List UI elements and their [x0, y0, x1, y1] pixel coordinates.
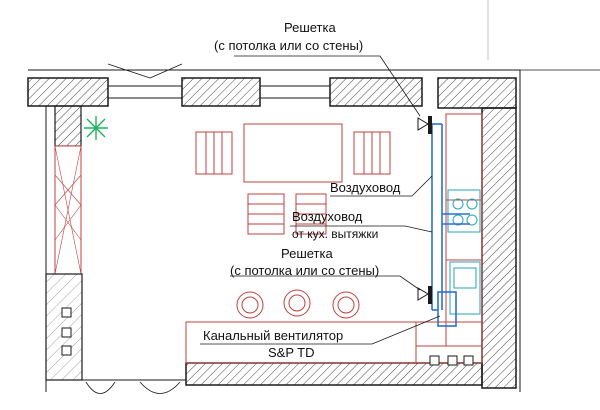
- triangle-grille-icon: [417, 116, 432, 134]
- furniture: [185, 113, 483, 364]
- label-grille-bottom-line2: (с потолка или со стены): [230, 263, 379, 278]
- label-grille-bottom-line1: Решетка: [281, 246, 333, 261]
- label-kitchen-duct-line2: от кух. вытяжки: [292, 227, 378, 241]
- label-grille-top-line2: (с потолка или со стены): [214, 38, 363, 53]
- label-kitchen-duct-line1: Воздуховод: [292, 209, 363, 224]
- chair: [353, 131, 391, 175]
- leader-lines: [200, 55, 441, 345]
- duct-fan-housing: [437, 291, 457, 327]
- label-fan-line1: Канальный вентилятор: [203, 328, 343, 343]
- label-fan-line2: S&P TD: [268, 345, 314, 360]
- cooktop: [447, 189, 481, 233]
- bar-stool: [283, 289, 311, 317]
- right-wall: [481, 0, 600, 392]
- bar-stool: [236, 291, 264, 319]
- bottom-wall: [82, 362, 483, 394]
- snowflake-light-icon: [84, 116, 108, 140]
- dining-table: [243, 123, 343, 183]
- sink: [449, 261, 481, 315]
- left-wall: [45, 105, 83, 392]
- air-duct: [431, 123, 470, 327]
- label-duct: Воздуховод: [330, 180, 401, 195]
- bar-stool: [332, 291, 360, 319]
- label-grille-top-line1: Решетка: [284, 20, 336, 35]
- chair: [195, 131, 233, 175]
- triangle-grille-icon: [417, 286, 432, 304]
- top-wall: [27, 63, 520, 109]
- chair: [295, 193, 327, 235]
- kitchen-counter-right: [445, 113, 483, 347]
- sockets: [429, 355, 474, 366]
- chair: [247, 193, 285, 235]
- appliances: [447, 189, 481, 315]
